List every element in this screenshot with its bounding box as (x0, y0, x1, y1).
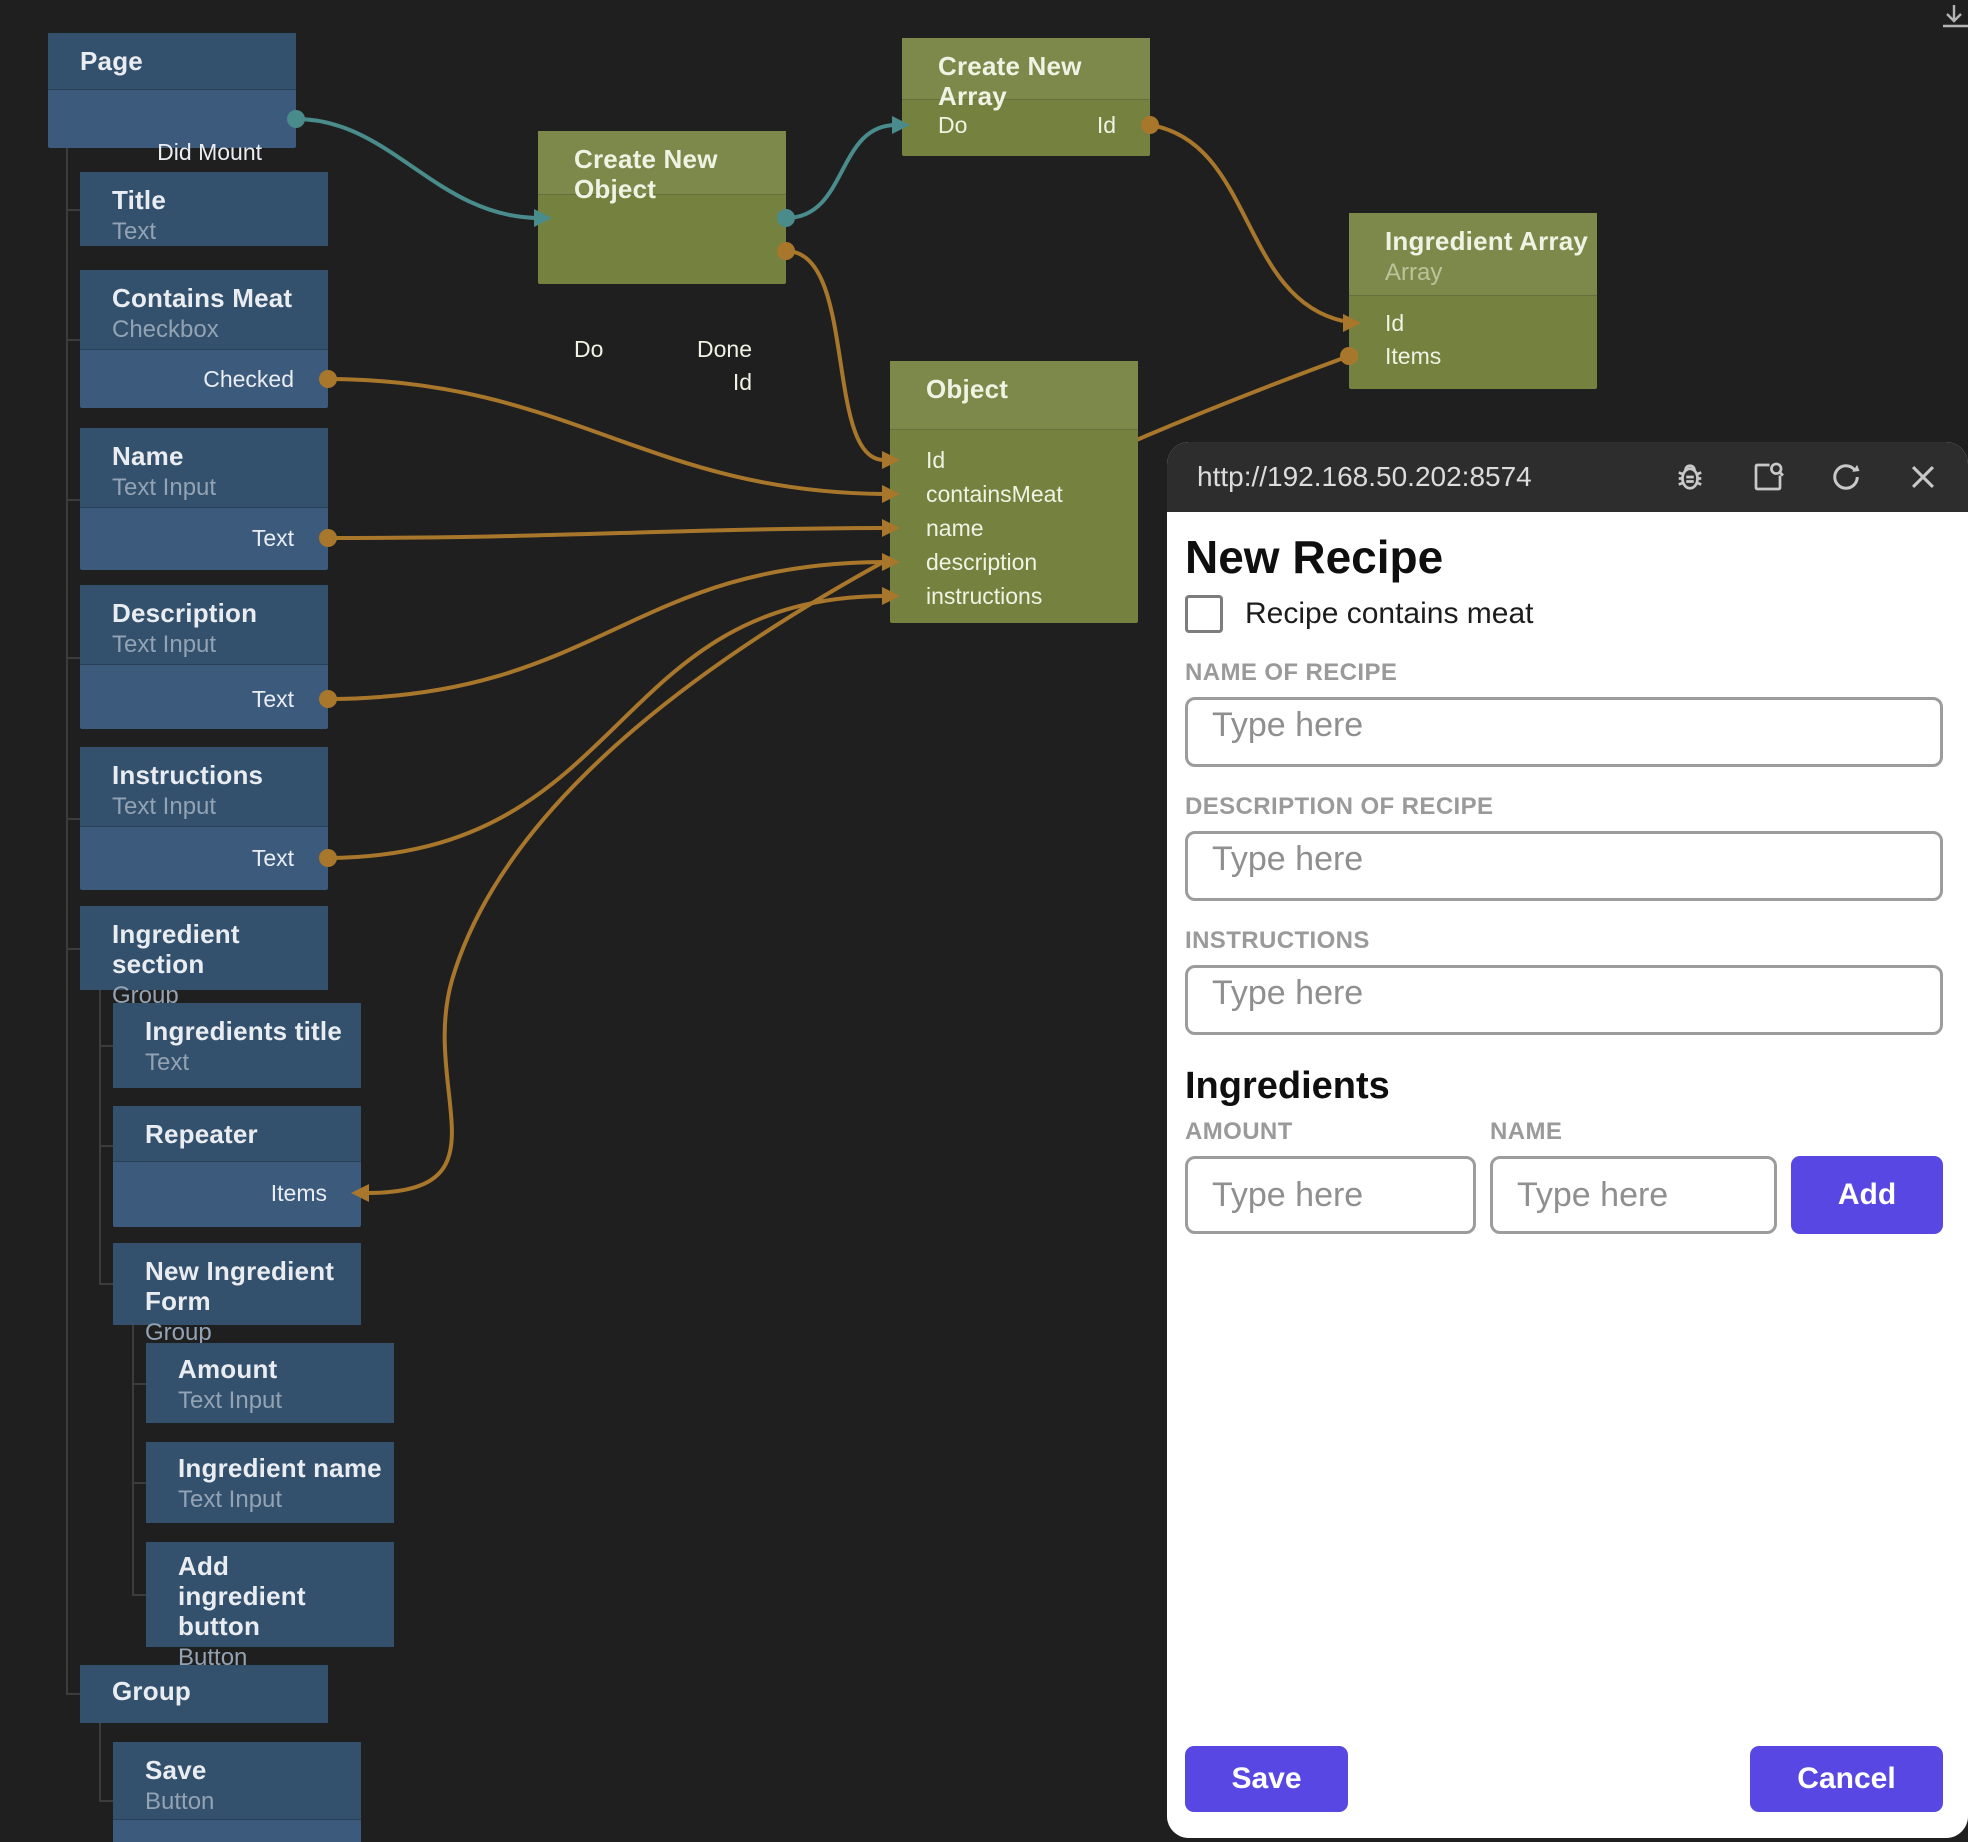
url-field[interactable]: http://192.168.50.202:8574 (1197, 461, 1532, 492)
tree-line (66, 657, 80, 659)
node-contains-meat[interactable]: Contains Meat Checkbox Checked (80, 270, 328, 408)
node-create-new-object[interactable]: Create New Object Do Done Id (538, 131, 786, 395)
port-done[interactable]: Done (697, 336, 752, 362)
wire-checked-to-containsmeat[interactable] (327, 377, 885, 496)
ingredient-name-label: NAME (1490, 1118, 1563, 1146)
port-instructions[interactable]: instructions (926, 583, 1043, 609)
tree-line (66, 818, 80, 820)
port-id[interactable]: Id (926, 447, 946, 473)
node-new-ingredient-form[interactable]: New Ingredient Form Group (113, 1243, 361, 1346)
tree-line (99, 1045, 113, 1047)
tree-line (132, 1482, 146, 1484)
port-text[interactable]: Text (251, 686, 294, 712)
tree-line (99, 1283, 113, 1285)
wire-descriptiontext-to-description[interactable] (327, 560, 885, 701)
node-save[interactable]: Save Button (113, 1742, 361, 1842)
tree-line (132, 1594, 146, 1596)
wire-nametext-to-name[interactable] (327, 526, 885, 540)
tree-line (132, 1383, 146, 1385)
recipe-instructions-input[interactable] (1185, 965, 1943, 1036)
tree-line (99, 1723, 101, 1801)
port-items[interactable]: Items (270, 1180, 327, 1206)
tree-line (66, 1693, 80, 1695)
port-id[interactable]: Id (1096, 112, 1116, 138)
recipe-description-input[interactable] (1185, 831, 1943, 902)
wire-done-to-do[interactable] (785, 123, 897, 220)
port-text[interactable]: Text (251, 845, 294, 871)
node-name[interactable]: Name Text Input Text (80, 428, 328, 570)
download-icon[interactable] (1941, 4, 1968, 39)
add-button[interactable]: Add (1791, 1156, 1943, 1235)
refresh-icon[interactable] (1828, 459, 1864, 495)
port-text[interactable]: Text (251, 525, 294, 551)
node-object[interactable]: Object Id containsMeat name description … (890, 361, 1138, 623)
ingredient-name-input[interactable] (1490, 1156, 1777, 1235)
node-group[interactable]: Group (80, 1665, 328, 1723)
tree-line (99, 990, 101, 1284)
tree-line (66, 948, 80, 950)
port-checked[interactable]: Checked (203, 366, 294, 392)
node-ingredients-title[interactable]: Ingredients title Text (113, 1003, 361, 1088)
node-ingredient-section[interactable]: Ingredient section Group (80, 906, 328, 1009)
wire-didmount-to-do[interactable] (295, 117, 541, 220)
inspect-icon[interactable] (1750, 459, 1786, 495)
description-of-recipe-label: DESCRIPTION OF RECIPE (1185, 793, 1494, 821)
name-of-recipe-label: NAME OF RECIPE (1185, 659, 1398, 687)
recipe-name-input[interactable] (1185, 697, 1943, 768)
port-id[interactable]: Id (1385, 310, 1405, 336)
tree-line (99, 1145, 113, 1147)
node-title[interactable]: Title Text (80, 172, 328, 246)
instructions-label: INSTRUCTIONS (1185, 927, 1370, 955)
save-button[interactable]: Save (1185, 1746, 1348, 1812)
wire-arrayid-to-ingredientarray-id[interactable] (1149, 123, 1344, 323)
port-do[interactable]: Do Id (938, 112, 1116, 138)
node-ingredient-name[interactable]: Ingredient name Text Input (146, 1442, 394, 1523)
node-description[interactable]: Description Text Input Text (80, 585, 328, 729)
preview-body: New Recipe Recipe contains meat NAME OF … (1167, 512, 1968, 1838)
amount-input[interactable] (1185, 1156, 1476, 1235)
tree-line (66, 499, 80, 501)
checkbox-label: Recipe contains meat (1245, 597, 1534, 631)
preview-url-bar: http://192.168.50.202:8574 (1167, 442, 1968, 512)
debug-icon[interactable] (1672, 459, 1708, 495)
wire-id-to-object-id[interactable] (785, 249, 885, 462)
tree-line (66, 339, 80, 341)
port-do[interactable]: Do Done (574, 336, 752, 362)
node-ingredient-array[interactable]: Ingredient Array Array Id Items (1349, 213, 1597, 389)
amount-label: AMOUNT (1185, 1118, 1293, 1146)
port-name[interactable]: name (926, 515, 984, 541)
contains-meat-checkbox[interactable] (1185, 595, 1223, 634)
page-title: New Recipe (1185, 531, 1444, 583)
node-page[interactable]: Page Did Mount (48, 33, 296, 165)
port-id[interactable]: Id (732, 369, 752, 395)
app-preview-panel: http://192.168.50.202:8574 (1167, 442, 1968, 1838)
port-items[interactable]: Items (1385, 343, 1442, 369)
wire-instructionstext-to-instructions[interactable] (327, 594, 885, 860)
ingredients-heading: Ingredients (1185, 1065, 1390, 1108)
tree-line (99, 1800, 113, 1802)
node-create-new-array[interactable]: Create New Array Do Id (902, 38, 1150, 156)
tree-line (132, 1325, 134, 1595)
close-icon[interactable] (1906, 460, 1940, 494)
tree-line (66, 209, 80, 211)
cancel-button[interactable]: Cancel (1750, 1746, 1943, 1812)
port-did-mount[interactable]: Did Mount (157, 139, 262, 165)
port-description[interactable]: description (926, 549, 1038, 575)
port-containsmeat[interactable]: containsMeat (926, 481, 1063, 507)
tree-line (66, 148, 68, 1694)
node-add-ingredient-button[interactable]: Add ingredient button Button (146, 1542, 394, 1671)
node-instructions[interactable]: Instructions Text Input Text (80, 747, 328, 890)
node-repeater[interactable]: Repeater Items (113, 1106, 361, 1227)
node-amount[interactable]: Amount Text Input (146, 1343, 394, 1423)
